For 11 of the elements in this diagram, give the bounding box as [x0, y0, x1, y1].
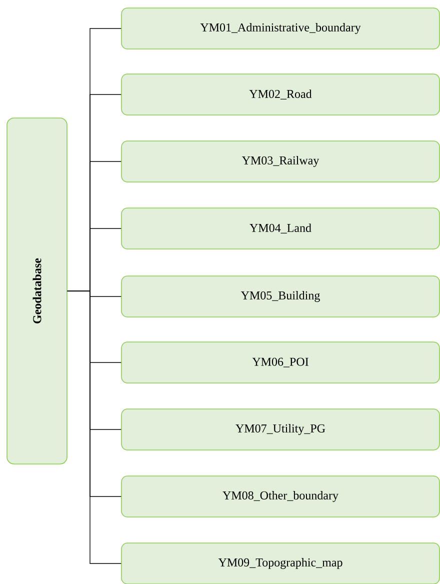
category-box: YM07_Utility_PG	[121, 408, 440, 450]
root-box: Geodatabase	[6, 118, 68, 464]
category-box: YM05_Building	[121, 276, 440, 318]
category-box: YM01_Administrative_boundary	[121, 8, 440, 50]
category-box: YM04_Land	[121, 208, 440, 250]
category-box: YM02_Road	[121, 74, 440, 116]
category-box: YM06_POI	[121, 342, 440, 384]
category-box: YM09_Topographic_map	[121, 542, 440, 584]
category-box: YM08_Other_boundary	[121, 476, 440, 518]
category-box: YM03_Railway	[121, 140, 440, 182]
connector-line	[67, 290, 122, 564]
